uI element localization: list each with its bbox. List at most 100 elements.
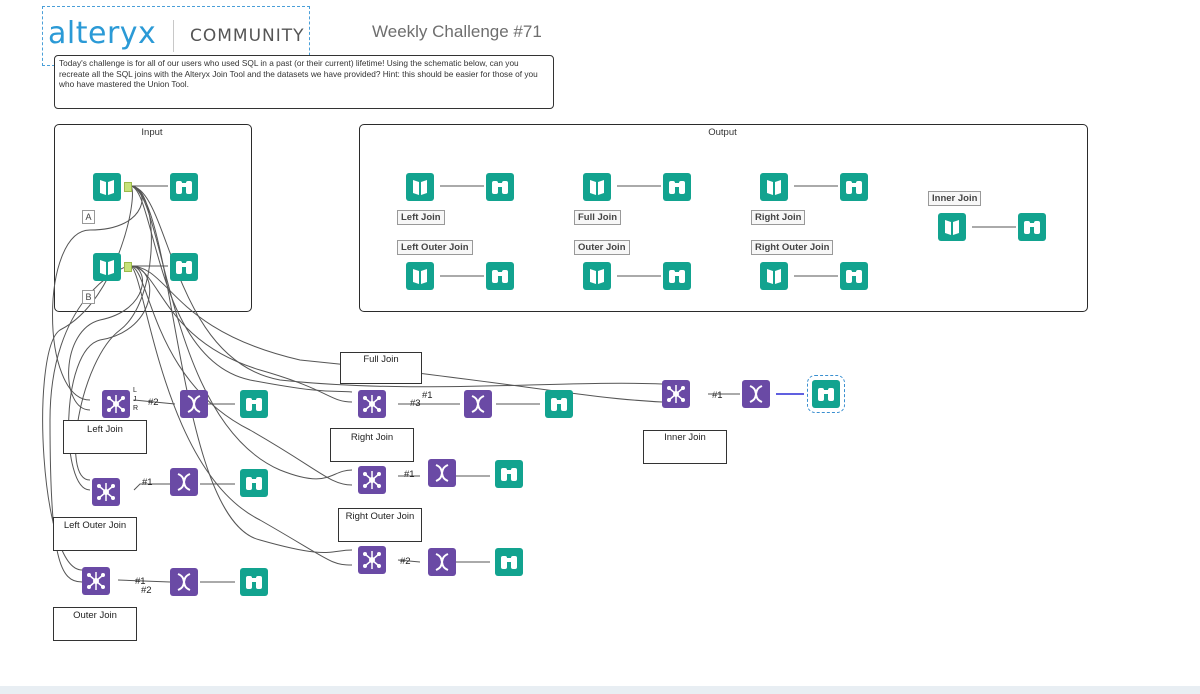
tool-glyph xyxy=(176,181,192,194)
tool-glyph xyxy=(492,270,508,283)
output-left-join-book-icon[interactable] xyxy=(406,173,434,201)
annotation-full-join-1: #1 xyxy=(422,390,433,401)
output-label-left-join: Left Join xyxy=(397,210,445,225)
input-a-book-icon[interactable] xyxy=(93,173,121,201)
left-join-union-dna-icon[interactable] xyxy=(180,390,208,418)
output-outer-join-book-icon[interactable] xyxy=(583,262,611,290)
tool-glyph xyxy=(176,261,192,274)
tool-glyph xyxy=(413,269,427,284)
output-full-join-book-icon[interactable] xyxy=(583,173,611,201)
tool-glyph xyxy=(590,180,604,195)
right-outer-join-union-dna-icon[interactable] xyxy=(428,548,456,576)
tool-glyph xyxy=(818,388,834,401)
left-outer-join-union-dna-icon[interactable] xyxy=(170,468,198,496)
tool-glyph xyxy=(177,473,191,491)
output-inner-join-binoculars-icon[interactable] xyxy=(1018,213,1046,241)
output-inner-join-book-icon[interactable] xyxy=(938,213,966,241)
output-label-left-outer-join: Left Outer Join xyxy=(397,240,473,255)
tool-glyph xyxy=(413,180,427,195)
right-outer-join-browse-binoculars-icon[interactable] xyxy=(495,548,523,576)
output-right-join-binoculars-icon[interactable] xyxy=(840,173,868,201)
annotation-outer-join-2: #2 xyxy=(141,585,152,596)
inner-join-browse-binoculars-icon[interactable] xyxy=(807,375,845,413)
textbox-left-join[interactable]: Left Join xyxy=(63,420,147,454)
tool-glyph xyxy=(1024,221,1040,234)
tool-glyph xyxy=(435,464,449,482)
output-left-join-binoculars-icon[interactable] xyxy=(486,173,514,201)
output-label-right-outer-join: Right Outer Join xyxy=(751,240,834,255)
inner-join-union-dna-icon[interactable] xyxy=(742,380,770,408)
right-outer-join-tool-join-icon[interactable] xyxy=(358,546,386,574)
output-right-outer-join-binoculars-icon[interactable] xyxy=(840,262,868,290)
tool-glyph xyxy=(246,398,262,411)
output-outer-join-binoculars-icon[interactable] xyxy=(663,262,691,290)
input-a-anchor[interactable] xyxy=(124,182,132,192)
tool-glyph xyxy=(846,181,862,194)
tool-glyph xyxy=(246,477,262,490)
tool-glyph xyxy=(551,398,567,411)
tool-glyph xyxy=(945,220,959,235)
output-left-outer-join-book-icon[interactable] xyxy=(406,262,434,290)
output-container-title: Output xyxy=(708,127,737,138)
textbox-inner-join[interactable]: Inner Join xyxy=(643,430,727,464)
tool-glyph xyxy=(846,270,862,283)
bottom-scroll-strip[interactable] xyxy=(0,686,1200,694)
left-outer-join-browse-binoculars-icon[interactable] xyxy=(240,469,268,497)
tool-glyph xyxy=(363,551,381,569)
output-container[interactable] xyxy=(359,124,1088,312)
textbox-outer-join[interactable]: Outer Join xyxy=(53,607,137,641)
input-a-browse-binoculars-icon[interactable] xyxy=(170,173,198,201)
output-left-outer-join-binoculars-icon[interactable] xyxy=(486,262,514,290)
outer-join-union-dna-icon[interactable] xyxy=(170,568,198,596)
annotation-outer-join-1: #1 xyxy=(135,576,146,587)
output-right-outer-join-book-icon[interactable] xyxy=(760,262,788,290)
annotation-inner-join: #1 xyxy=(712,390,723,401)
input-b-browse-binoculars-icon[interactable] xyxy=(170,253,198,281)
challenge-description[interactable]: Today's challenge is for all of our user… xyxy=(54,55,554,109)
tool-glyph xyxy=(87,572,105,590)
tool-glyph xyxy=(97,483,115,501)
input-b-book-icon[interactable] xyxy=(93,253,121,281)
left-join-browse-binoculars-icon[interactable] xyxy=(240,390,268,418)
outer-join-browse-binoculars-icon[interactable] xyxy=(240,568,268,596)
annotation-full-join-3: #3 xyxy=(410,398,421,409)
alteryx-logo: alteryx xyxy=(48,16,157,51)
full-join-union-dna-icon[interactable] xyxy=(464,390,492,418)
input-container-title: Input xyxy=(141,127,163,138)
tool-glyph xyxy=(100,180,114,195)
full-join-browse-binoculars-icon[interactable] xyxy=(545,390,573,418)
logo-separator xyxy=(173,20,174,52)
right-join-tool-join-icon[interactable] xyxy=(358,466,386,494)
output-label-inner-join: Inner Join xyxy=(928,191,982,206)
tool-glyph xyxy=(187,395,201,413)
textbox-full-join[interactable]: Full Join xyxy=(340,352,422,384)
tool-glyph xyxy=(363,395,381,413)
tool-glyph xyxy=(501,556,517,569)
left-join-tool-join-icon[interactable] xyxy=(102,390,130,418)
textbox-right-outer-join[interactable]: Right Outer Join xyxy=(338,508,422,542)
tool-glyph xyxy=(471,395,485,413)
outer-join-tool-join-icon[interactable] xyxy=(82,567,110,595)
annotation-left-join: #2 xyxy=(148,397,159,408)
right-join-browse-binoculars-icon[interactable] xyxy=(495,460,523,488)
tool-glyph xyxy=(492,181,508,194)
anchor-letter-j: J xyxy=(133,396,137,403)
inner-join-tool-join-icon[interactable] xyxy=(662,380,690,408)
textbox-right-join[interactable]: Right Join xyxy=(330,428,414,462)
left-outer-join-tool-join-icon[interactable] xyxy=(92,478,120,506)
full-join-tool-join-icon[interactable] xyxy=(358,390,386,418)
annotation-right-join: #1 xyxy=(404,469,415,480)
output-right-join-book-icon[interactable] xyxy=(760,173,788,201)
tool-glyph xyxy=(501,468,517,481)
tool-glyph xyxy=(767,269,781,284)
textbox-left-outer-join[interactable]: Left Outer Join xyxy=(53,517,137,551)
right-join-union-dna-icon[interactable] xyxy=(428,459,456,487)
tool-glyph xyxy=(767,180,781,195)
output-full-join-binoculars-icon[interactable] xyxy=(663,173,691,201)
tool-glyph xyxy=(100,260,114,275)
annotation-right-outer-join: #2 xyxy=(400,556,411,567)
input-b-anchor[interactable] xyxy=(124,262,132,272)
label-b: B xyxy=(82,290,95,304)
anchor-letter-r: R xyxy=(133,405,139,412)
tool-glyph xyxy=(749,385,763,403)
